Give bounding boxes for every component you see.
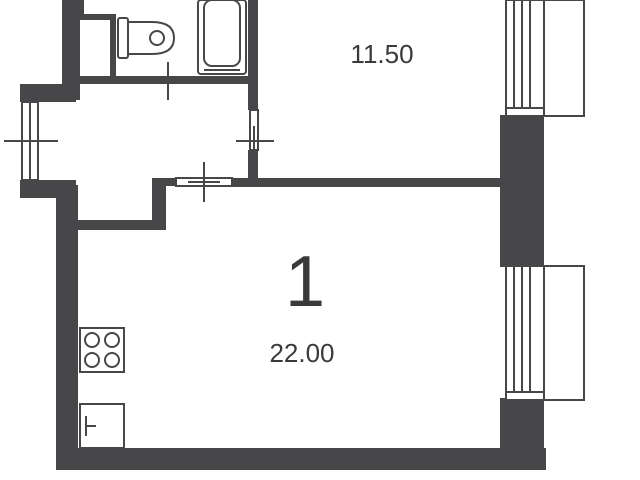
wc-shaft-top: [80, 14, 116, 20]
sink-icon: [79, 403, 125, 449]
wc-top-stub: [80, 0, 84, 16]
partition-wall: [232, 178, 504, 187]
window-lower: [505, 265, 585, 401]
bath-bedroom-wall: [248, 0, 258, 110]
hall-wall-sw: [20, 180, 76, 198]
bottom-outer-wall: [56, 448, 546, 470]
hall-wall-nw: [20, 84, 38, 102]
wc-shaft-right: [110, 14, 116, 84]
main-room-area-label: 22.00: [269, 338, 334, 368]
hall-bottom-wall: [76, 220, 166, 230]
window-upper: [505, 0, 585, 117]
toilet-icon: [117, 17, 176, 59]
hall-entry: [4, 101, 58, 181]
bath-bedroom-wall-lower: [248, 150, 258, 185]
right-wall-mid: [500, 182, 544, 267]
bathtub-icon: [197, 0, 247, 75]
hall-step-wall: [152, 178, 166, 230]
left-outer-wall: [56, 185, 78, 470]
hall-step-top: [152, 178, 182, 186]
room-number-label: 1: [285, 242, 325, 322]
stove-icon: [79, 327, 125, 373]
right-wall-upper: [500, 115, 544, 185]
bedroom-area-label: 11.50: [350, 39, 413, 69]
wc-left-wall: [62, 0, 80, 100]
doors: [130, 62, 274, 202]
walls: [20, 0, 546, 470]
right-wall-bottom: [500, 398, 544, 470]
